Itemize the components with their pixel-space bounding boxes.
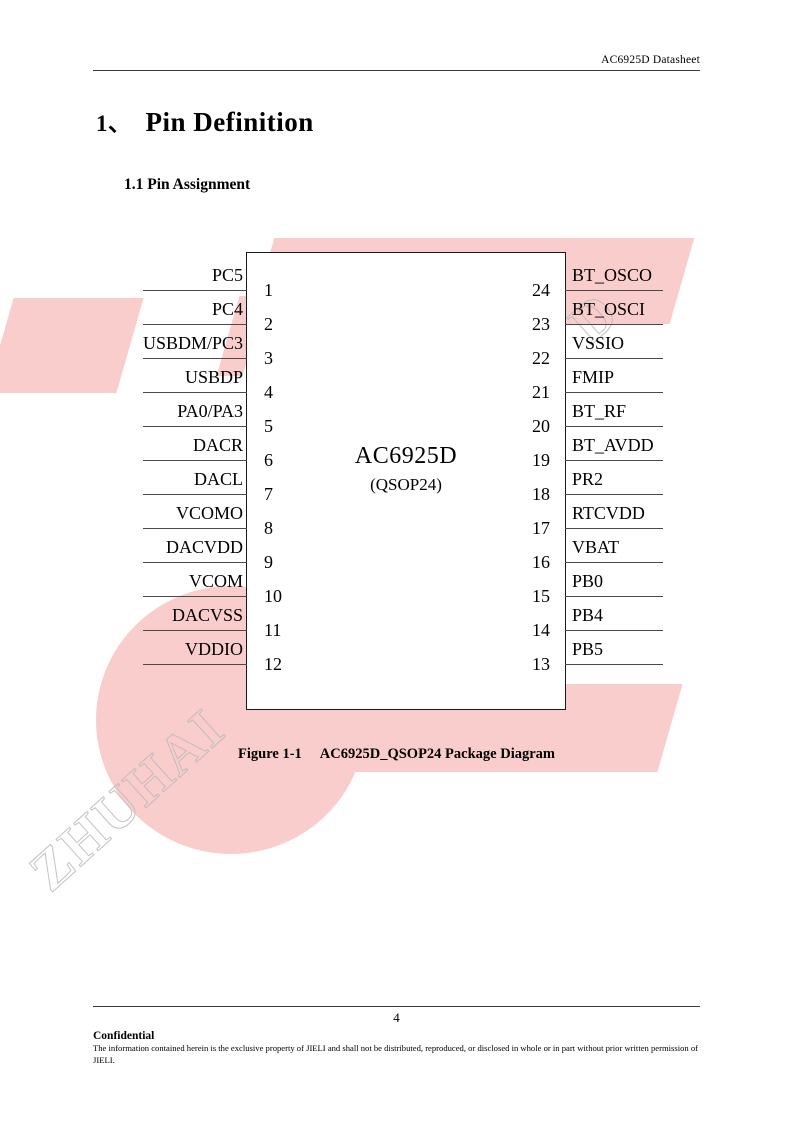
pin-line-right-20 [565, 426, 663, 427]
pin-label-right-24: BT_OSCO [572, 265, 653, 285]
pin-label-left-11: DACVSS [171, 605, 243, 625]
pin-line-left-9 [143, 562, 247, 563]
pin-line-right-23 [565, 324, 663, 325]
pin-line-left-7 [143, 494, 247, 495]
pin-number-left-11: 11 [264, 620, 282, 640]
pin-label-left-6: DACR [192, 435, 243, 455]
chip-package-type: (QSOP24) [370, 475, 442, 494]
pin-label-right-14: PB4 [572, 605, 604, 625]
pin-number-right-19: 19 [532, 450, 550, 470]
pin-line-left-11 [143, 630, 247, 631]
pin-label-left-5: PA0/PA3 [177, 401, 243, 421]
pin-line-left-1 [143, 290, 247, 291]
pin-line-left-12 [143, 664, 247, 665]
page-number: 4 [393, 1010, 400, 1025]
pin-number-right-20: 20 [532, 416, 550, 436]
pin-line-right-21 [565, 392, 663, 393]
pin-line-left-6 [143, 460, 247, 461]
pin-number-left-9: 9 [264, 552, 273, 572]
pin-line-left-3 [143, 358, 247, 359]
pin-number-right-23: 23 [532, 314, 550, 334]
pin-label-right-18: PR2 [572, 469, 604, 489]
pin-line-left-10 [143, 596, 247, 597]
header-title: AC6925D Datasheet [601, 54, 700, 66]
pin-number-right-24: 24 [532, 280, 550, 300]
pin-number-right-15: 15 [532, 586, 550, 606]
pin-label-left-1: PC5 [211, 265, 243, 285]
pin-number-left-8: 8 [264, 518, 273, 538]
pin-label-right-19: BT_AVDD [572, 435, 654, 455]
pin-line-right-15 [565, 596, 663, 597]
pin-number-left-12: 12 [264, 654, 282, 674]
pin-label-left-12: VDDIO [185, 639, 243, 659]
pin-number-left-10: 10 [264, 586, 282, 606]
pin-line-right-16 [565, 562, 663, 563]
figure-number: Figure 1-1 [238, 746, 302, 762]
pin-label-right-20: BT_RF [572, 401, 627, 421]
page-header: AC6925D Datasheet [93, 54, 700, 71]
pin-line-right-14 [565, 630, 663, 631]
pin-label-left-9: DACVDD [165, 537, 243, 557]
pin-label-right-23: BT_OSCI [572, 299, 646, 319]
disclaimer-text: The information contained herein is the … [93, 1043, 698, 1065]
pin-label-right-21: FMIP [572, 367, 615, 387]
pin-number-left-3: 3 [264, 348, 273, 368]
pin-line-right-13 [565, 664, 663, 665]
pin-label-left-4: USBDP [184, 367, 243, 387]
pin-number-right-16: 16 [532, 552, 550, 572]
pin-number-left-7: 7 [264, 484, 273, 504]
footer-divider [93, 1006, 700, 1007]
pin-label-right-22: VSSIO [572, 333, 625, 353]
pin-number-right-17: 17 [532, 518, 550, 538]
figure-caption-text: AC6925D_QSOP24 Package Diagram [319, 746, 555, 762]
pin-label-left-3: USBDM/PC3 [142, 333, 243, 353]
pin-number-right-14: 14 [532, 620, 550, 640]
pin-line-left-4 [143, 392, 247, 393]
pin-number-right-18: 18 [532, 484, 550, 504]
page-footer: 4 Confidential The information contained… [93, 1006, 700, 1066]
pin-line-right-24 [565, 290, 663, 291]
chip-part-number: AC6925D [354, 443, 458, 469]
pin-number-left-6: 6 [264, 450, 273, 470]
pin-line-right-22 [565, 358, 663, 359]
pin-label-right-16: VBAT [572, 537, 620, 557]
pin-label-left-10: VCOM [188, 571, 243, 591]
pin-number-left-1: 1 [264, 280, 273, 300]
pin-label-right-13: PB5 [572, 639, 604, 659]
header-divider [93, 70, 700, 71]
pin-label-left-2: PC4 [211, 299, 243, 319]
pin-number-left-5: 5 [264, 416, 273, 436]
pin-label-left-8: VCOMO [175, 503, 243, 523]
pin-line-right-19 [565, 460, 663, 461]
pin-number-right-13: 13 [532, 654, 550, 674]
pin-number-left-2: 2 [264, 314, 273, 334]
pin-label-left-7: DACL [194, 469, 243, 489]
pin-line-right-17 [565, 528, 663, 529]
pin-number-right-21: 21 [532, 382, 550, 402]
pin-number-left-4: 4 [264, 382, 273, 402]
pin-line-left-2 [143, 324, 247, 325]
pin-line-right-18 [565, 494, 663, 495]
pin-label-right-15: PB0 [572, 571, 604, 591]
pin-line-left-5 [143, 426, 247, 427]
confidential-label: Confidential [93, 1030, 155, 1042]
pin-label-right-17: RTCVDD [572, 503, 645, 523]
pin-line-left-8 [143, 528, 247, 529]
figure-caption: Figure 1-1 AC6925D_QSOP24 Package Diagram [0, 746, 793, 763]
chip-body: AC6925D (QSOP24) [246, 252, 566, 710]
pin-number-right-22: 22 [532, 348, 550, 368]
